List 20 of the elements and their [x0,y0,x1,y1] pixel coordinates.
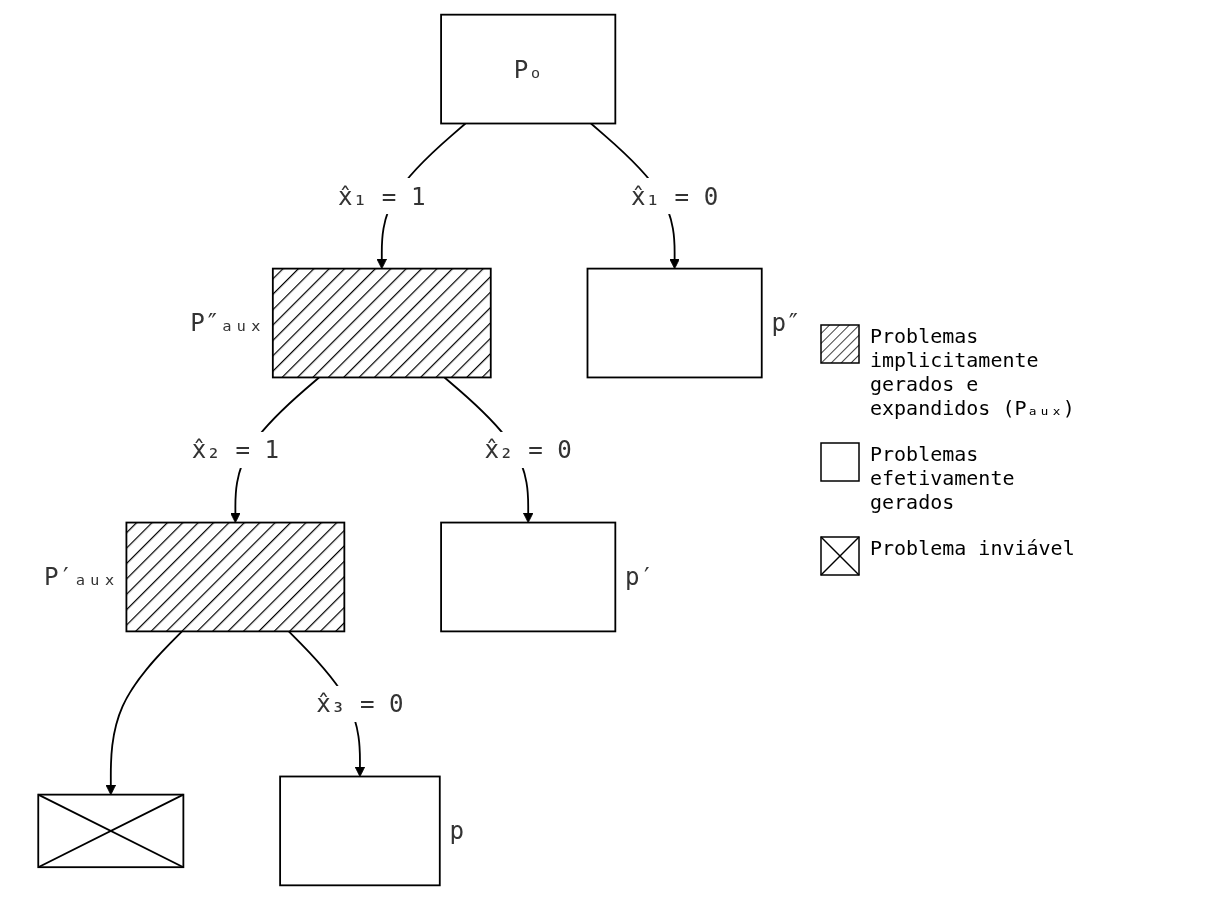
edge-label: x̂₁ = 1 [338,181,426,211]
node-label: P″ₐᵤₓ [190,308,264,338]
edge-label: x̂₂ = 1 [191,434,280,465]
legend-text: Problemas implicitamente gerados e expandidos (Pₐᵤₓ) [870,323,1076,420]
node-box [271,267,492,378]
node-box [440,521,617,632]
edge-label: x̂₁ = 0 [630,181,719,211]
node-box [586,267,763,378]
legend-text: Problema inviável [870,535,1075,560]
edge-label: x̂₂ = 0 [484,434,572,465]
node-label: p [449,815,465,845]
node-label: p′ [625,561,655,591]
node-box: Pₒ [440,13,617,124]
edge-label: x̂₃ = 0 [316,688,404,718]
node-label: p″ [771,308,801,338]
legend-text: Problemas efetivamente gerados [870,441,1016,514]
node-box [279,775,441,886]
node-label: P′ₐᵤₓ [43,561,117,591]
arrow [105,630,183,795]
node-box [125,521,346,632]
